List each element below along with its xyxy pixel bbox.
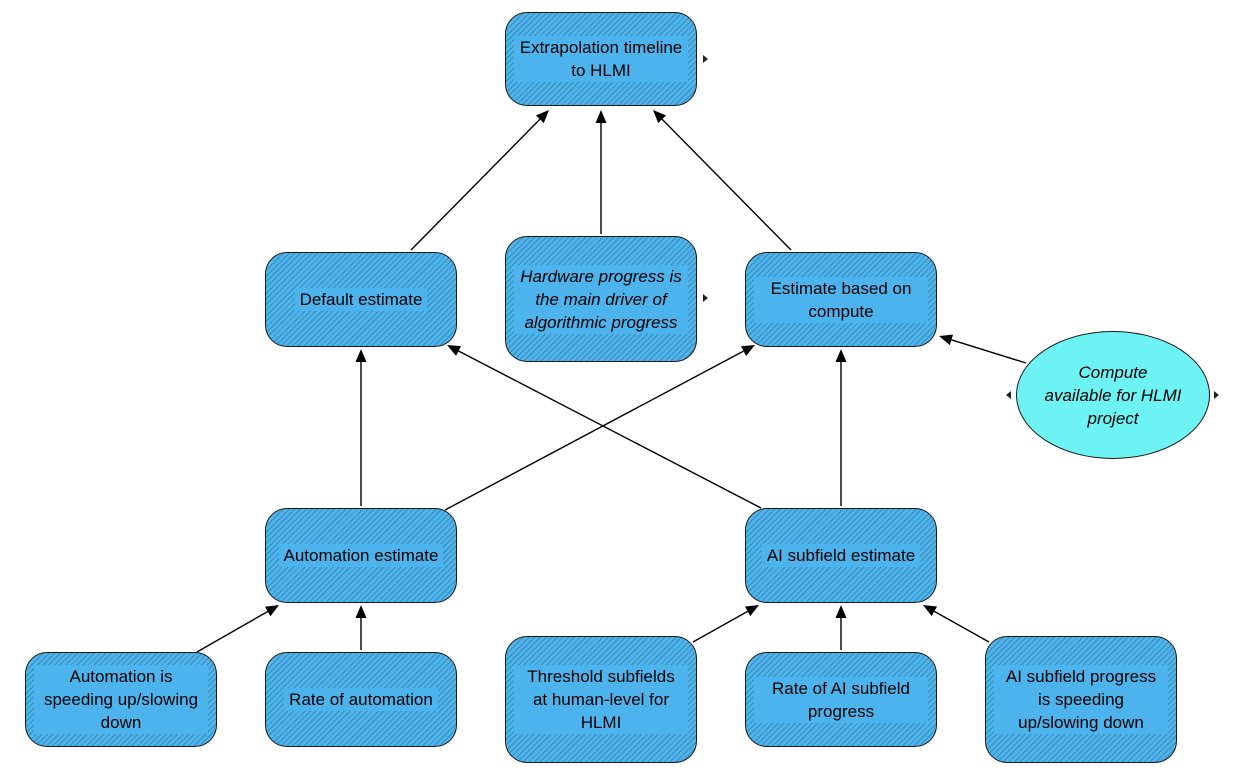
node-automation-estimate[interactable]: Automation estimate <box>265 508 457 603</box>
node-default-estimate[interactable]: Default estimate <box>265 252 457 347</box>
edge-compute-estimate-to-extrapolation <box>661 118 792 251</box>
node-label: AI subfield progress is speeding up/slow… <box>994 665 1168 734</box>
node-extrapolation-timeline[interactable]: Extrapolation timeline to HLMI <box>505 12 697 106</box>
node-label: Rate of automation <box>284 688 438 711</box>
output-port-icon[interactable] <box>1214 391 1219 399</box>
node-label: Threshold subfields at human-level for H… <box>514 665 688 734</box>
node-label: Automation is speeding up/slowing down <box>34 665 208 734</box>
output-port-icon[interactable] <box>703 294 708 302</box>
node-label: Hardware progress is the main driver of … <box>514 264 688 334</box>
node-label: Rate of AI subfield progress <box>754 676 928 723</box>
node-threshold-subfields[interactable]: Threshold subfields at human-level for H… <box>505 636 697 763</box>
node-rate-of-automation[interactable]: Rate of automation <box>265 652 457 747</box>
edge-automation-to-default-arrowhead <box>355 349 367 362</box>
edge-subfield-to-default <box>458 350 762 509</box>
edge-threshold-to-subfield <box>692 610 749 643</box>
node-compute-available[interactable]: Compute available for HLMI project <box>1016 331 1210 459</box>
node-label: Compute available for HLMI project <box>1044 362 1182 428</box>
edge-default-to-extrapolation <box>410 118 541 251</box>
edge-threshold-to-subfield-arrowhead <box>744 605 759 617</box>
node-label: Default estimate <box>294 288 428 311</box>
edge-rate-subfield-to-subfield-arrowhead <box>835 605 847 618</box>
edge-automation-speeding-to-automation-arrowhead <box>264 605 279 617</box>
node-label: Estimate based on compute <box>754 276 928 323</box>
node-label: AI subfield estimate <box>761 544 921 567</box>
node-automation-speeding[interactable]: Automation is speeding up/slowing down <box>25 652 217 747</box>
edge-default-to-extrapolation-arrowhead <box>535 110 549 124</box>
edge-subfield-to-compute-estimate-arrowhead <box>835 349 847 362</box>
node-label: Extrapolation timeline to HLMI <box>514 36 688 82</box>
input-port-icon[interactable] <box>1006 391 1011 399</box>
edge-subfield-to-default-arrowhead <box>447 345 462 356</box>
node-ai-subfield-estimate[interactable]: AI subfield estimate <box>745 508 937 603</box>
node-estimate-based-on-compute[interactable]: Estimate based on compute <box>745 252 937 347</box>
edge-compute-estimate-to-extrapolation-arrowhead <box>653 110 667 124</box>
edge-subfield-speeding-to-subfield <box>933 610 990 643</box>
edge-automation-speeding-to-automation <box>196 610 269 653</box>
node-ai-subfield-speeding[interactable]: AI subfield progress is speeding up/slow… <box>985 636 1177 763</box>
node-rate-of-ai-subfield[interactable]: Rate of AI subfield progress <box>745 652 937 747</box>
node-label: Automation estimate <box>278 544 444 567</box>
node-hardware-progress[interactable]: Hardware progress is the main driver of … <box>505 236 697 362</box>
edge-automation-to-compute-estimate <box>444 350 744 511</box>
edge-subfield-speeding-to-subfield-arrowhead <box>923 605 938 617</box>
edge-compute-available-to-compute-estimate-arrowhead <box>939 334 954 346</box>
edge-hardware-to-extrapolation-arrowhead <box>595 110 607 123</box>
edge-rate-automation-to-automation-arrowhead <box>355 605 367 618</box>
edge-compute-available-to-compute-estimate <box>951 339 1027 364</box>
output-port-icon[interactable] <box>703 55 708 63</box>
edge-automation-to-compute-estimate-arrowhead <box>740 345 755 356</box>
